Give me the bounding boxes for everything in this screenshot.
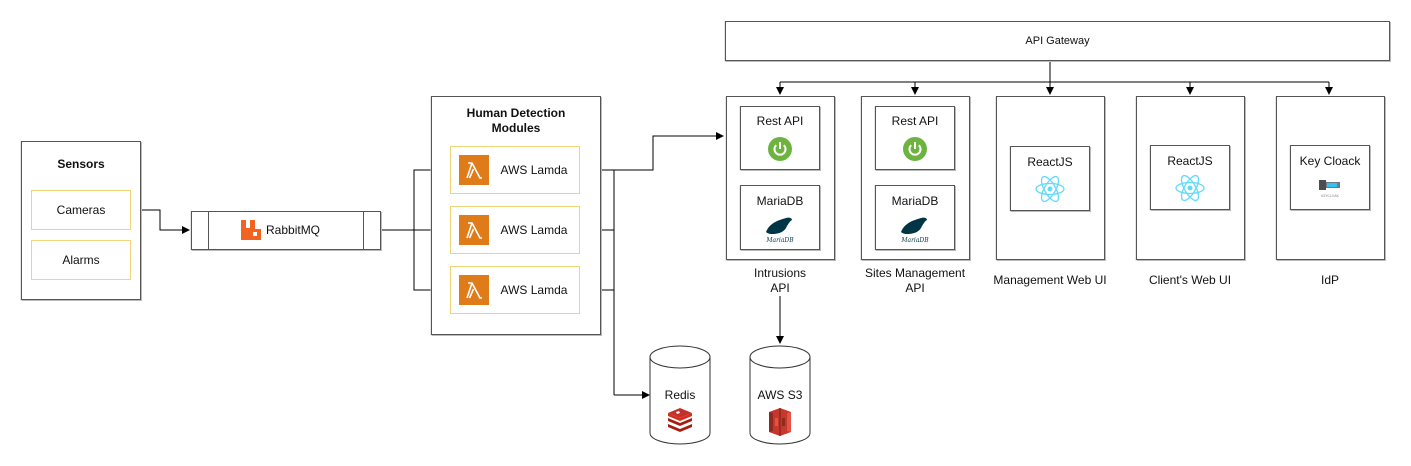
management-reactjs-label: ReactJS: [1027, 155, 1073, 169]
keycloak-icon: KEYCLOAK: [1319, 180, 1340, 198]
aws-lambda-icon: [459, 215, 489, 245]
rabbitmq-left-bar: [208, 212, 209, 249]
spring-icon: [903, 137, 927, 161]
svg-text:MariaDB: MariaDB: [900, 237, 929, 244]
client-reactjs-label: ReactJS: [1167, 154, 1213, 168]
client-reactjs-node[interactable]: [1150, 145, 1230, 210]
lambda-label-3: AWS Lamda: [500, 283, 568, 297]
sensors-title: Sensors: [57, 157, 105, 171]
detection-title-line2: Modules: [491, 121, 541, 135]
aws-lambda-icon: [459, 275, 489, 305]
idp-caption: IdP: [1320, 273, 1339, 287]
client-ui-caption: Client's Web UI: [1148, 273, 1232, 287]
sites-rest-api-label: Rest API: [891, 114, 939, 128]
s3-cylinder[interactable]: [749, 345, 812, 446]
rabbitmq-icon: [241, 220, 261, 240]
s3-label: AWS S3: [757, 388, 803, 402]
rabbitmq-right-bar: [363, 212, 364, 249]
sites-caption-line1: Sites Management: [864, 266, 966, 280]
intrusions-mariadb-node[interactable]: [740, 185, 820, 250]
alarms-node[interactable]: [31, 240, 131, 280]
redis-label: Redis: [664, 388, 696, 402]
api-gateway-node[interactable]: [725, 21, 1390, 61]
api-gateway-label: API Gateway: [1025, 35, 1090, 47]
mariadb-icon: MariaDB: [765, 217, 794, 244]
svg-text:MariaDB: MariaDB: [765, 237, 794, 244]
sites-mariadb-label: MariaDB: [891, 194, 939, 208]
management-ui-caption: Management Web UI: [993, 273, 1107, 287]
arrow-cameras-to-rabbitmq: [131, 209, 190, 234]
spring-icon: [768, 137, 792, 161]
redis-cylinder[interactable]: [649, 345, 712, 446]
svg-text:KEYCLOAK: KEYCLOAK: [1321, 194, 1339, 198]
intrusions-caption-line1: Intrusions: [753, 266, 807, 280]
sites-caption-line2: API: [905, 281, 925, 295]
aws-lambda-icon: [459, 155, 489, 185]
cameras-label: Cameras: [56, 203, 106, 217]
arrow-to-intrusions-api: [614, 132, 724, 171]
management-reactjs-node[interactable]: [1010, 146, 1090, 211]
mariadb-icon: MariaDB: [900, 217, 929, 244]
sites-mariadb-node[interactable]: [875, 185, 955, 250]
react-icon: [1175, 174, 1205, 202]
keycloak-node[interactable]: [1290, 145, 1370, 210]
cameras-node[interactable]: [31, 190, 131, 230]
detection-title-line1: Human Detection: [466, 106, 566, 120]
keycloak-label: Key Cloack: [1299, 154, 1361, 168]
intrusions-rest-api-label: Rest API: [756, 114, 804, 128]
rabbitmq-label: RabbitMQ: [266, 223, 321, 237]
redis-icon: [668, 408, 692, 432]
intrusions-mariadb-label: MariaDB: [756, 194, 804, 208]
aws-s3-icon: [769, 408, 791, 436]
alarms-label: Alarms: [62, 253, 100, 267]
lambda-label-2: AWS Lamda: [500, 223, 568, 237]
lambda-label-1: AWS Lamda: [500, 163, 568, 177]
react-icon: [1035, 175, 1065, 203]
rabbitmq-node[interactable]: [191, 211, 381, 250]
intrusions-caption-line2: API: [770, 281, 790, 295]
